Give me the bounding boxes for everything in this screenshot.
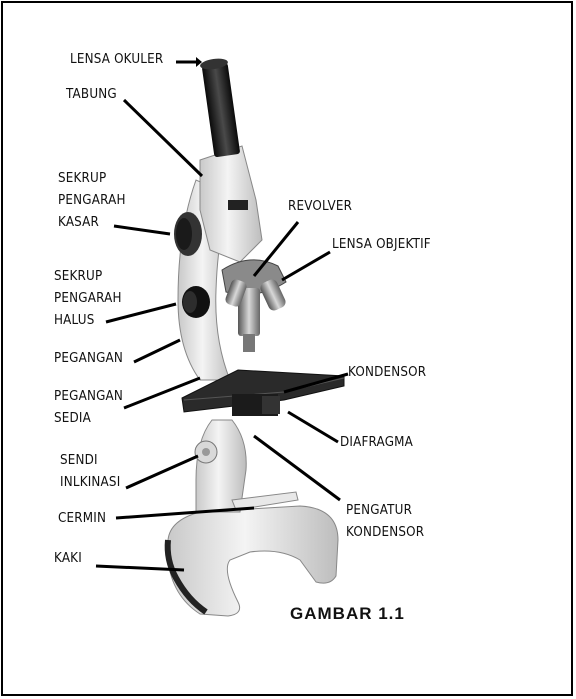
leader-revolver bbox=[252, 221, 300, 277]
leader-pegangan-sedia bbox=[123, 376, 201, 410]
leader-sekrup-kasar bbox=[113, 224, 171, 236]
leader-diafragma bbox=[287, 410, 339, 444]
leader-kaki bbox=[95, 564, 185, 572]
coarse-focus-knob bbox=[174, 212, 202, 256]
label-revolver: REVOLVER bbox=[288, 199, 353, 214]
leader-lines bbox=[95, 60, 349, 572]
label-lensa-okuler: LENSA OKULER bbox=[70, 52, 164, 67]
label-lensa-objektif: LENSA OBJEKTIF bbox=[332, 237, 431, 252]
label-kaki: KAKI bbox=[54, 551, 82, 566]
figure-caption: GAMBAR 1.1 bbox=[290, 604, 405, 623]
leader-tabung bbox=[122, 98, 204, 178]
leader-pengatur-kondensor bbox=[253, 434, 341, 502]
leader-lensa-objektif bbox=[281, 250, 331, 282]
leader-kondensor bbox=[283, 372, 349, 394]
microscope-base bbox=[164, 505, 339, 617]
fine-focus-knob bbox=[182, 286, 210, 318]
label-pegangan-sedia: PEGANGAN SEDIA bbox=[54, 389, 124, 426]
leader-cermin bbox=[115, 506, 255, 520]
label-pengatur-kondensor: PENGATUR KONDENSOR bbox=[346, 503, 425, 540]
label-sekrup-pengarah-halus: SEKRUP PENGARAH HALUS bbox=[54, 269, 122, 328]
label-diafragma: DIAFRAGMA bbox=[340, 435, 414, 450]
microscope-head bbox=[199, 58, 263, 263]
label-cermin: CERMIN bbox=[58, 511, 107, 526]
leader-sendi bbox=[125, 454, 199, 490]
mirror bbox=[231, 491, 299, 511]
leader-sekrup-halus bbox=[105, 302, 177, 324]
arrowhead-lensa-okuler bbox=[196, 57, 202, 67]
leader-pegangan bbox=[133, 338, 181, 364]
label-sekrup-pengarah-kasar: SEKRUP PENGARAH KASAR bbox=[58, 171, 126, 230]
condenser bbox=[232, 394, 280, 416]
label-tabung: TABUNG bbox=[66, 87, 117, 102]
label-kondensor: KONDENSOR bbox=[348, 365, 427, 380]
revolver-objectives bbox=[221, 259, 287, 352]
label-sendi-inlkinasi: SENDI INLKINASI bbox=[60, 453, 121, 490]
label-pegangan: PEGANGAN bbox=[54, 351, 124, 366]
